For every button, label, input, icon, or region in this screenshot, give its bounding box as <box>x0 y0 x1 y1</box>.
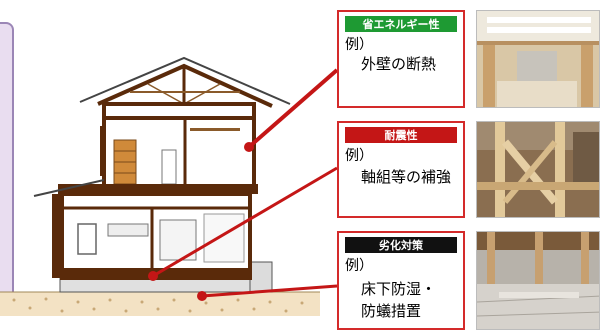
card-durability: 劣化対策 例） 床下防湿・ 防蟻措置 <box>337 231 465 330</box>
tag-seismic: 耐震性 <box>345 127 457 143</box>
underfloor-photo <box>476 231 600 330</box>
card-energy: 省エネルギー性 例） 外壁の断熱 <box>337 10 465 108</box>
example-label: 例） <box>345 258 373 274</box>
card-text: 外壁の断熱 <box>361 55 437 73</box>
card-text: 軸組等の補強 <box>361 168 452 186</box>
framing-photo <box>476 121 600 218</box>
example-label: 例） <box>345 148 373 164</box>
tag-durability: 劣化対策 <box>345 237 457 253</box>
card-text: 床下防湿・ <box>361 280 437 298</box>
card-seismic: 耐震性 例） 軸組等の補強 <box>337 121 465 218</box>
tag-energy: 省エネルギー性 <box>345 16 457 32</box>
example-label: 例） <box>345 37 373 53</box>
card-text: 防蟻措置 <box>361 302 422 320</box>
insulation-photo <box>476 10 600 108</box>
